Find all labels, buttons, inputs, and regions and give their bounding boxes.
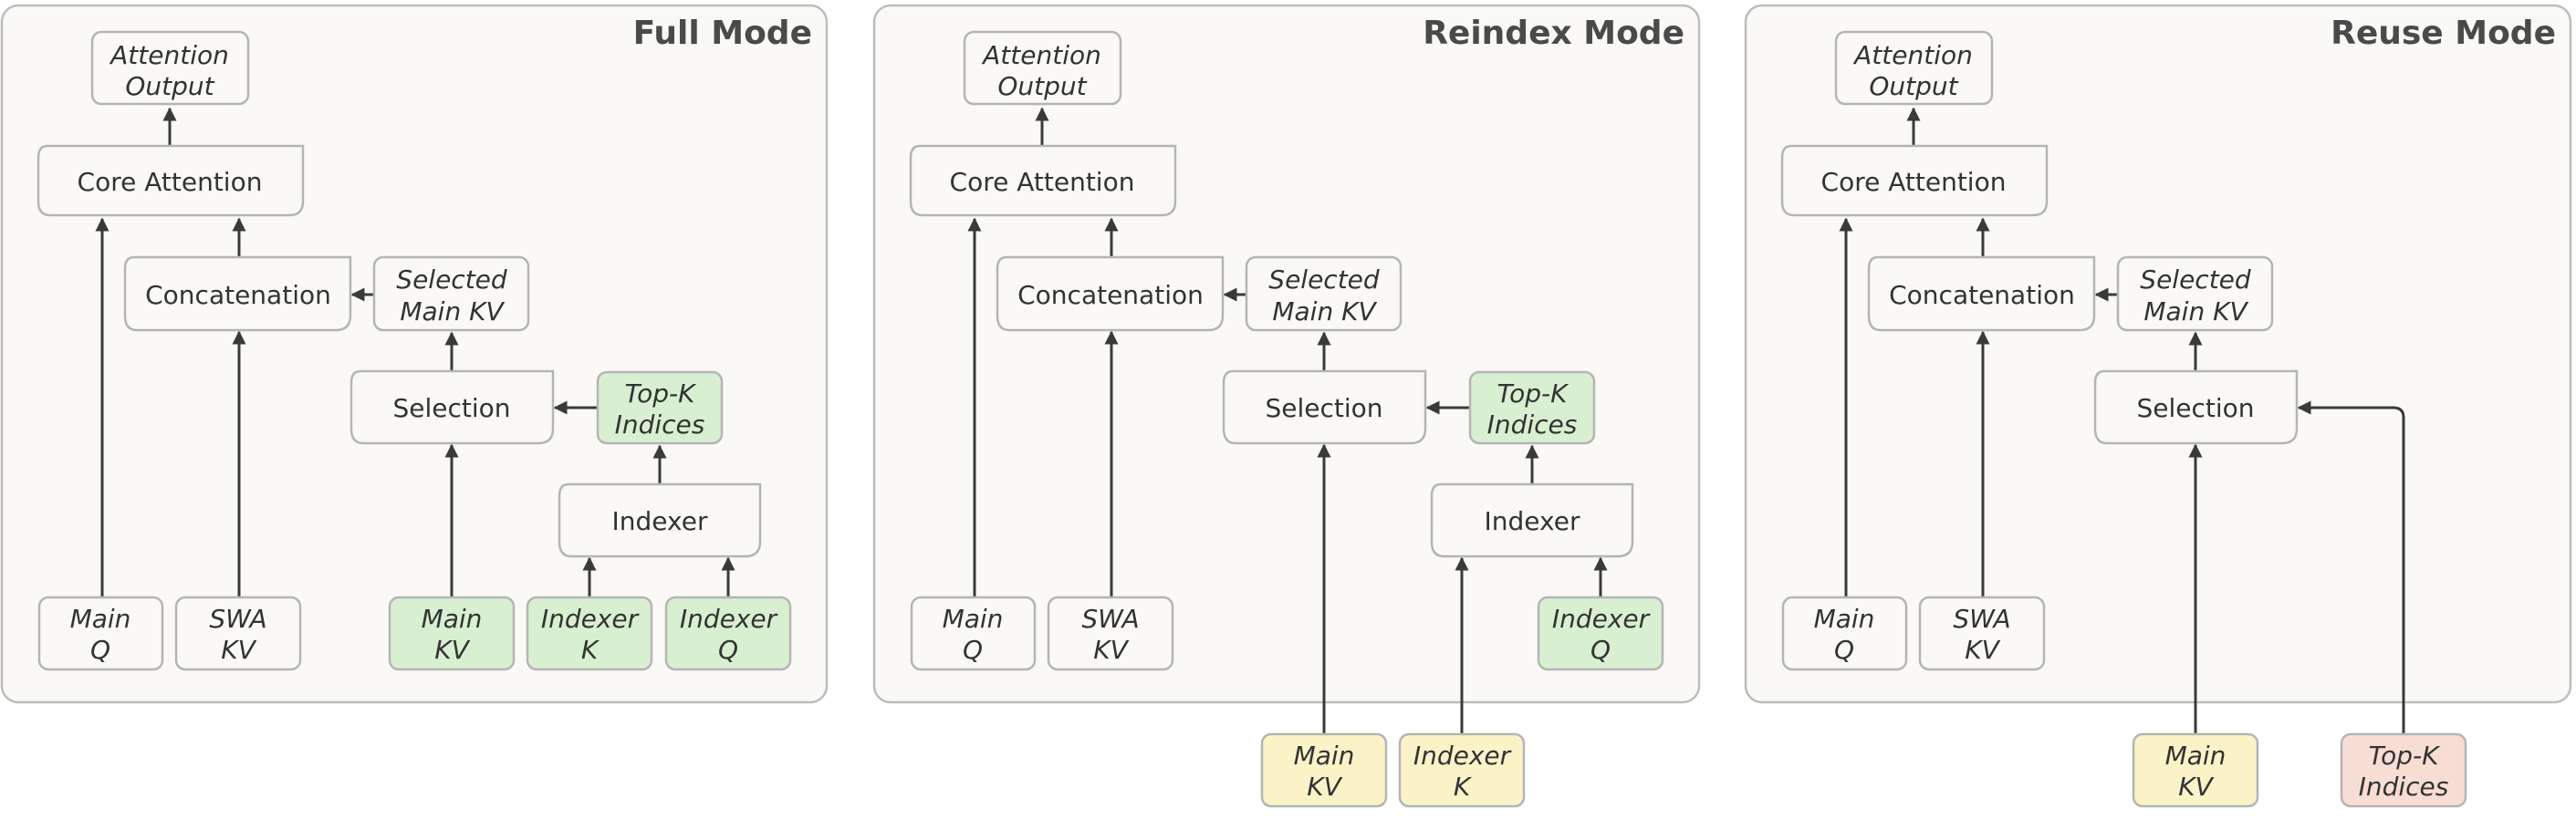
selection-label: Selection — [392, 393, 510, 423]
swa-kv-label-line2: KV — [1093, 635, 1129, 665]
reindex-arrows — [967, 107, 1608, 734]
external-indexer-k-label-line1: Indexer — [1413, 741, 1512, 771]
selection-box — [2093, 369, 2299, 445]
top-k-indices-label-line1: Top-K — [624, 378, 697, 409]
panel-reindex-mode: Reindex Mode Attention Output Core Atten… — [872, 4, 1701, 808]
core-attention-label: Core Attention — [78, 167, 263, 197]
main-q-label-line2: Q — [90, 635, 110, 665]
main-kv-label-line1: Main — [422, 604, 483, 634]
indexer-box — [1430, 482, 1634, 558]
core-attention-box — [1780, 144, 2049, 217]
main-q-box — [910, 596, 1037, 671]
external-main-kv-box — [2132, 732, 2259, 808]
concatenation-label: Concatenation — [145, 280, 331, 310]
core-attention-box — [909, 144, 1177, 217]
selection-label: Selection — [1265, 393, 1382, 423]
panel-reuse-mode: Reuse Mode Attention Output Core Attenti… — [1744, 4, 2572, 808]
concatenation-box — [123, 255, 352, 332]
attention-output-label-line2: Output — [1869, 71, 1958, 101]
panel-title: Reindex Mode — [1423, 15, 1684, 52]
selected-main-kv-box — [372, 255, 530, 332]
concatenation-label: Concatenation — [1017, 280, 1204, 310]
indexer-q-label-line1: Indexer — [1552, 604, 1651, 634]
selected-main-kv-label-line2: Main KV — [2143, 296, 2248, 327]
main-kv-box — [388, 596, 516, 671]
external-top-k-indices-label-line2: Indices — [2359, 772, 2449, 802]
reuse-arrows — [1839, 107, 2405, 734]
swa-kv-label-line1: SWA — [209, 604, 266, 634]
swa-kv-box — [1047, 596, 1174, 671]
indexer-k-label-line2: K — [581, 635, 600, 665]
indexer-q-box — [664, 596, 792, 671]
external-main-kv-label-line2: KV — [2178, 772, 2214, 802]
selected-main-kv-box — [1245, 255, 1403, 332]
main-q-label-line2: Q — [1834, 635, 1854, 665]
selection-label: Selection — [2136, 393, 2254, 423]
swa-kv-box — [1918, 596, 2046, 671]
concatenation-box — [1867, 255, 2096, 332]
external-main-kv-label-line1: Main — [2165, 741, 2227, 771]
external-top-k-indices-label-line1: Top-K — [2368, 741, 2441, 771]
indexer-k-box — [526, 596, 653, 671]
swa-kv-label-line1: SWA — [1953, 604, 2010, 634]
selection-box — [349, 369, 555, 445]
selection-box — [1222, 369, 1427, 445]
attention-output-label-line2: Output — [997, 71, 1087, 101]
external-main-kv-label-line1: Main — [1294, 741, 1355, 771]
panel-title: Full Mode — [633, 15, 812, 52]
external-main-kv-box — [1260, 732, 1388, 808]
indexer-q-label-line2: Q — [1590, 635, 1611, 665]
main-q-label-line1: Main — [1814, 604, 1875, 634]
selected-main-kv-label-line1: Selected — [396, 264, 507, 295]
arrow-ext-topk-to-selection — [2297, 400, 2405, 734]
swa-kv-box — [174, 596, 302, 671]
attention-output-label-line1: Attention — [981, 40, 1101, 70]
attention-output-label-line1: Attention — [109, 40, 229, 70]
concatenation-label: Concatenation — [1889, 280, 2075, 310]
indexer-q-box — [1537, 596, 1664, 671]
external-top-k-indices-box — [2340, 732, 2467, 808]
indexer-q-label-line1: Indexer — [680, 604, 778, 634]
selected-main-kv-label-line1: Selected — [2140, 264, 2251, 295]
top-k-indices-label-line2: Indices — [1487, 410, 1578, 440]
main-q-label-line1: Main — [943, 604, 1004, 634]
core-attention-label: Core Attention — [950, 167, 1135, 197]
top-k-indices-label-line2: Indices — [615, 410, 705, 440]
main-q-box — [37, 596, 164, 671]
top-k-indices-box — [596, 370, 724, 445]
main-kv-label-line2: KV — [434, 635, 470, 665]
swa-kv-label-line1: SWA — [1081, 604, 1139, 634]
external-indexer-k-label-line2: K — [1454, 772, 1473, 802]
core-attention-box — [37, 144, 305, 217]
external-indexer-k-box — [1398, 732, 1526, 808]
main-q-label-line1: Main — [70, 604, 131, 634]
indexer-q-label-line2: Q — [718, 635, 738, 665]
attention-output-box — [1834, 30, 1994, 106]
selected-main-kv-label-line2: Main KV — [1272, 296, 1377, 327]
indexer-box — [558, 482, 762, 558]
panel-full-mode: Full Mode Attention Output Core Attentio… — [0, 4, 829, 704]
indexer-label: Indexer — [612, 506, 708, 536]
main-q-label-line2: Q — [963, 635, 983, 665]
selected-main-kv-label-line2: Main KV — [400, 296, 505, 327]
attention-output-box — [90, 30, 250, 106]
concatenation-box — [996, 255, 1225, 332]
selected-main-kv-label-line1: Selected — [1268, 264, 1380, 295]
swa-kv-label-line2: KV — [1965, 635, 2000, 665]
main-q-box — [1781, 596, 1908, 671]
attention-output-label-line1: Attention — [1852, 40, 1973, 70]
swa-kv-label-line2: KV — [221, 635, 256, 665]
top-k-indices-box — [1468, 370, 1596, 445]
top-k-indices-label-line1: Top-K — [1497, 378, 1570, 409]
panel-title: Reuse Mode — [2331, 15, 2556, 52]
indexer-label: Indexer — [1485, 506, 1580, 536]
selected-main-kv-box — [2116, 255, 2274, 332]
full-arrows — [95, 107, 735, 597]
attention-output-label-line2: Output — [125, 71, 214, 101]
core-attention-label: Core Attention — [1821, 167, 2007, 197]
indexer-k-label-line1: Indexer — [541, 604, 640, 634]
attention-output-box — [963, 30, 1122, 106]
external-main-kv-label-line2: KV — [1307, 772, 1342, 802]
